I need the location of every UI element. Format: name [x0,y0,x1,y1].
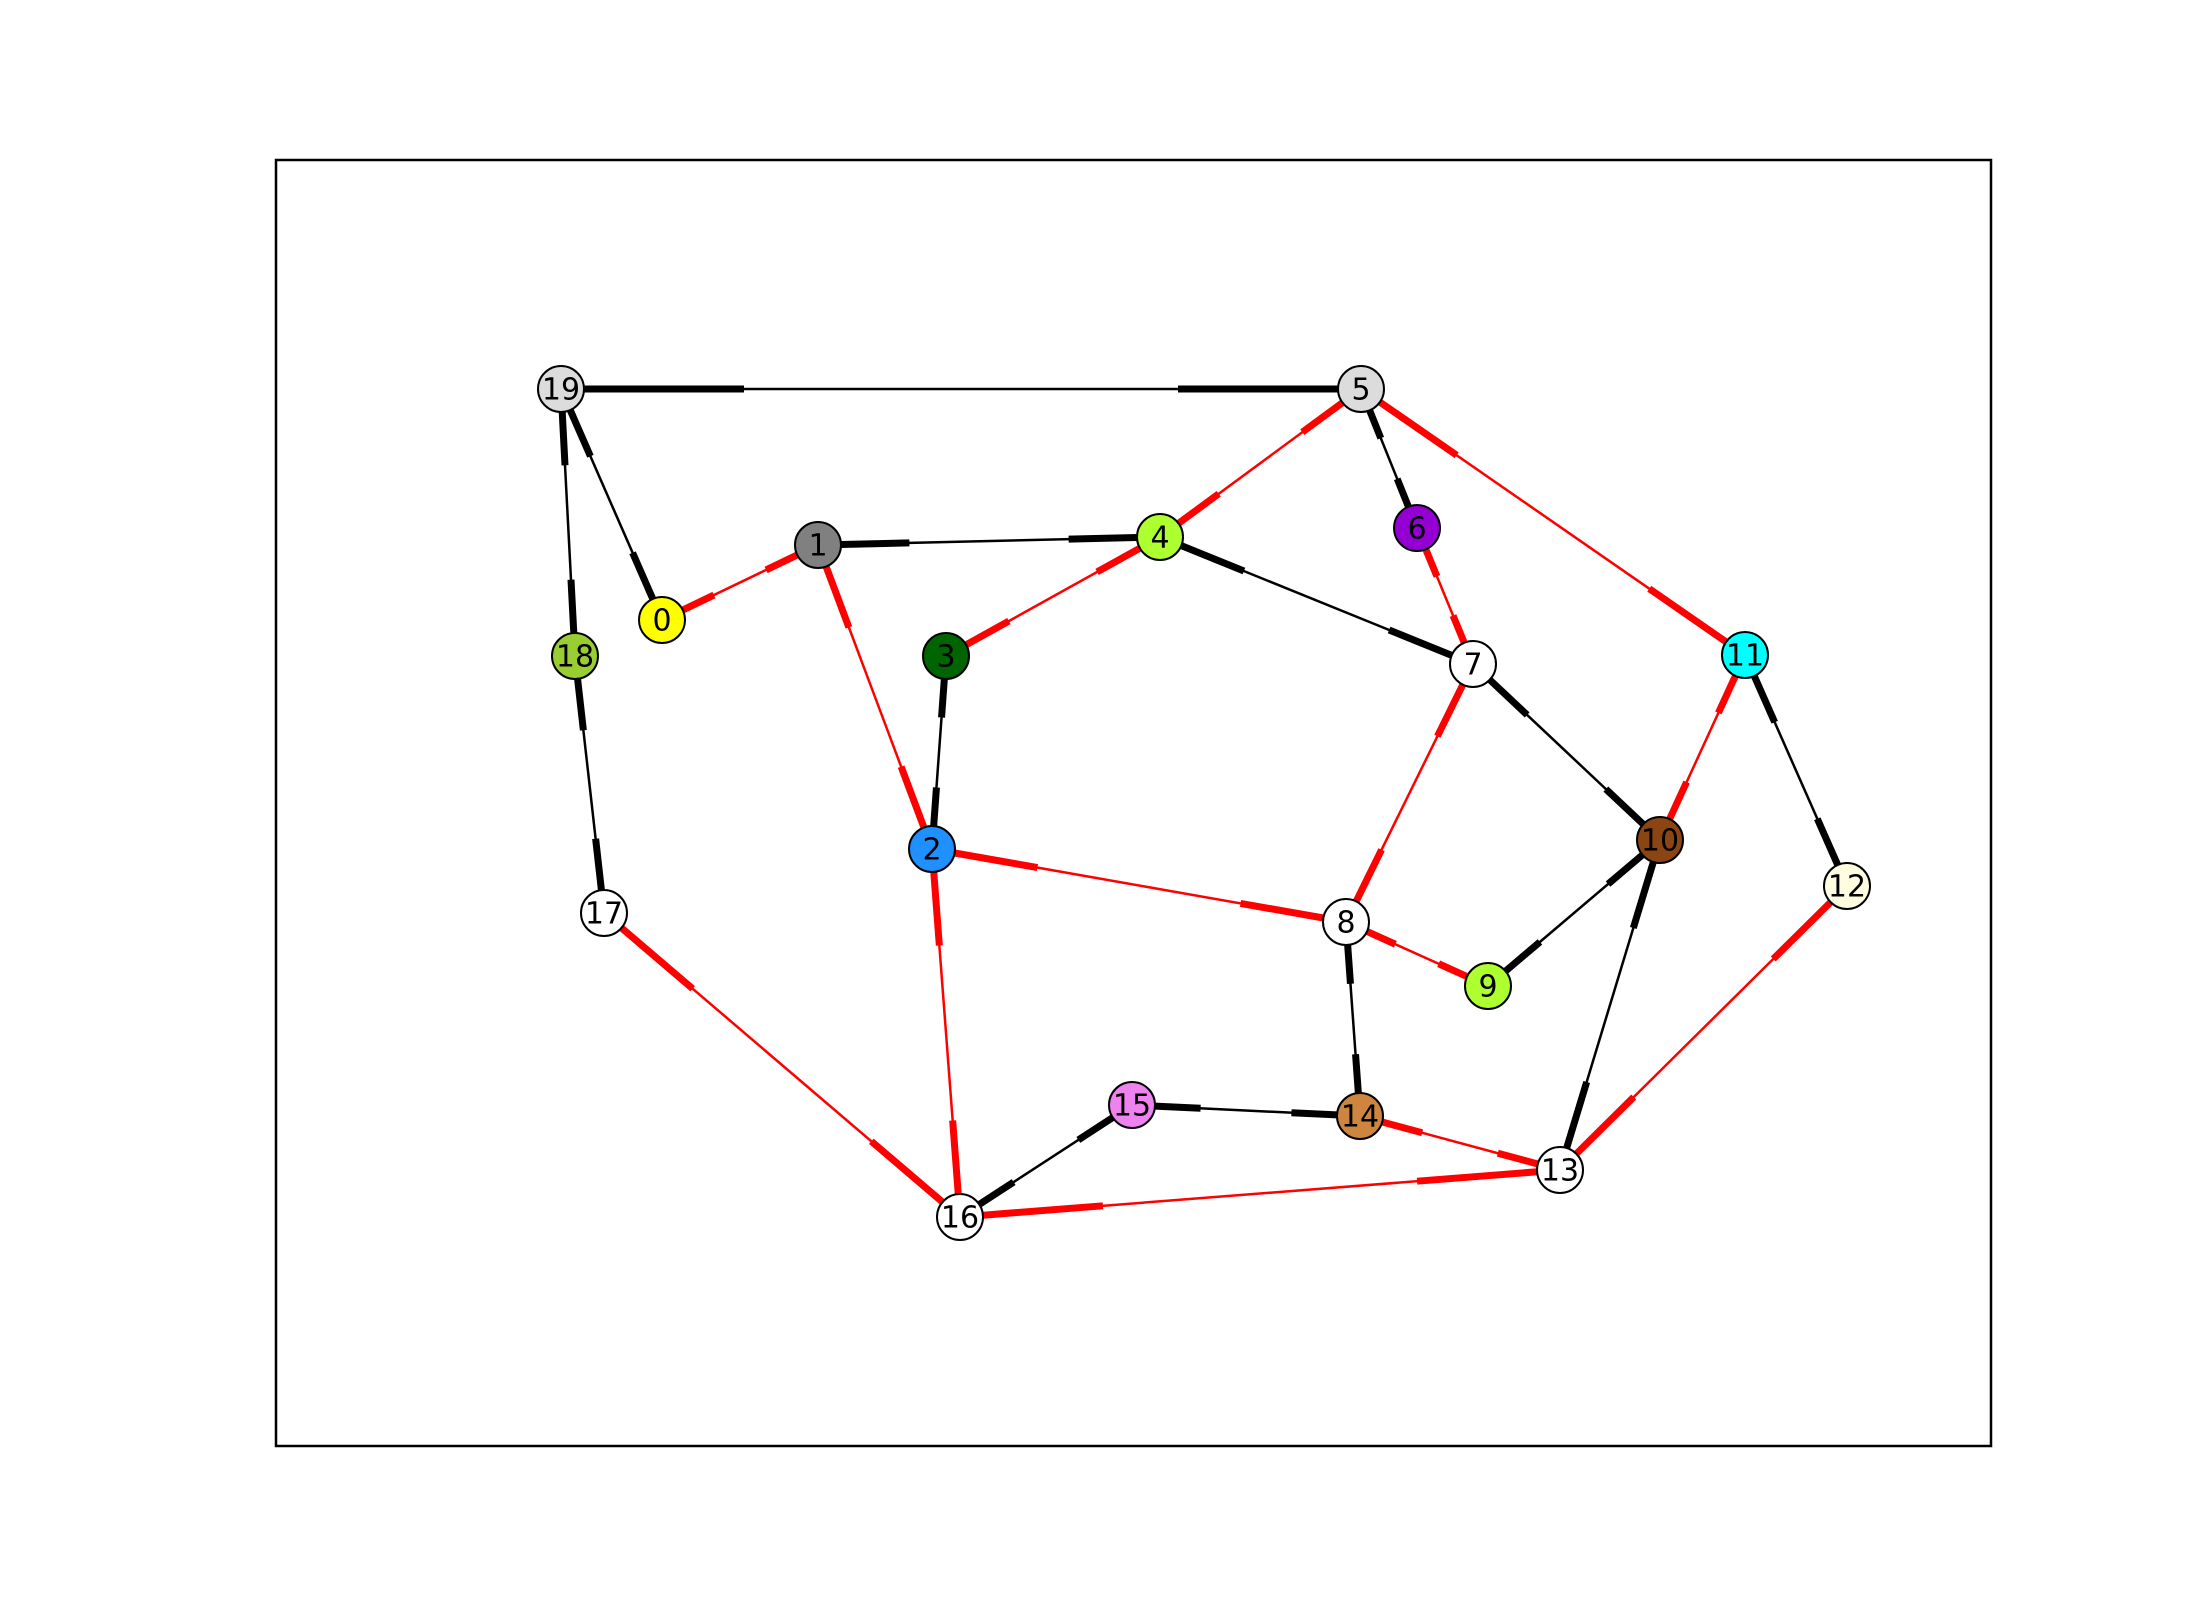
node-0: 0 [638,596,686,644]
node-2-circle [908,825,956,873]
edge-6-7 [1415,527,1475,665]
node-0-label: 0 [652,604,671,639]
node-9-circle [1464,962,1512,1010]
node-16-circle [936,1193,984,1241]
node-17-label: 17 [585,897,623,932]
node-12: 12 [1823,862,1871,910]
edge-1-4 [817,534,1161,548]
edge-19-0 [559,388,664,621]
node-1-label: 1 [808,529,827,564]
edge-8-9 [1345,920,1489,988]
node-10-circle [1636,816,1684,864]
node-2: 2 [908,825,956,873]
node-3-label: 3 [936,640,955,675]
edge-4-7 [1159,535,1474,666]
edge-15-14 [1131,1102,1361,1119]
node-8: 8 [1322,898,1370,946]
node-5: 5 [1337,365,1385,413]
edge-17-16 [603,912,961,1218]
node-7: 7 [1449,640,1497,688]
node-1-circle [794,521,842,569]
edge-19-18 [558,388,578,657]
node-8-circle [1322,898,1370,946]
node-15: 15 [1108,1081,1156,1129]
edge-5-11 [1360,387,1746,657]
node-16-label: 16 [941,1201,979,1236]
node-4-label: 4 [1150,521,1169,556]
node-15-label: 15 [1113,1089,1151,1124]
node-8-label: 8 [1336,906,1355,941]
edge-8-14 [1344,921,1362,1117]
node-14: 14 [1336,1092,1384,1140]
edge-3-2 [930,655,948,850]
node-17-circle [580,889,628,937]
node-5-label: 5 [1351,373,1370,408]
node-3-circle [922,632,970,680]
node-13: 13 [1536,1146,1584,1194]
edge-1-0 [661,543,819,622]
node-4: 4 [1136,513,1184,561]
node-18-circle [551,632,599,680]
node-7-circle [1449,640,1497,688]
node-18-label: 18 [556,640,594,675]
edge-1-2 [816,544,934,850]
node-3: 3 [922,632,970,680]
node-9-label: 9 [1478,970,1497,1005]
node-4-circle [1136,513,1184,561]
node-19: 19 [537,365,585,413]
node-7-label: 7 [1463,648,1482,683]
edge-10-13 [1558,839,1662,1171]
edges-layer [558,385,1849,1219]
node-14-circle [1336,1092,1384,1140]
edge-5-6 [1359,388,1419,529]
edge-15-16 [959,1103,1133,1219]
node-6-circle [1393,504,1441,552]
node-1: 1 [794,521,842,569]
node-0-circle [638,596,686,644]
node-13-label: 13 [1541,1154,1579,1189]
node-10: 10 [1636,816,1684,864]
node-17: 17 [580,889,628,937]
node-11: 11 [1721,631,1769,679]
node-13-circle [1536,1146,1584,1194]
edge-7-10 [1472,663,1661,841]
node-12-circle [1823,862,1871,910]
node-19-label: 19 [542,373,580,408]
edge-14-13 [1359,1114,1561,1172]
node-11-label: 11 [1726,639,1764,674]
node-18: 18 [551,632,599,680]
node-12-label: 12 [1828,870,1866,905]
edge-2-8 [931,847,1347,924]
edge-16-13 [959,1168,1561,1219]
node-15-circle [1108,1081,1156,1129]
edge-4-3 [945,535,1161,658]
node-10-label: 10 [1641,824,1679,859]
edge-11-10 [1658,654,1747,841]
edge-12-13 [1559,885,1848,1171]
node-9: 9 [1464,962,1512,1010]
edge-11-12 [1743,654,1849,887]
node-16: 16 [936,1193,984,1241]
edge-18-17 [573,655,606,914]
edge-2-16 [930,848,962,1218]
plot-frame [274,158,1993,1448]
node-6: 6 [1393,504,1441,552]
node-5-circle [1337,365,1385,413]
node-14-label: 14 [1341,1100,1379,1135]
edge-7-8 [1344,663,1475,923]
node-2-label: 2 [922,833,941,868]
node-6-label: 6 [1407,512,1426,547]
edge-10-9 [1487,839,1661,987]
node-11-circle [1721,631,1769,679]
edge-5-4 [1159,387,1362,539]
node-19-circle [537,365,585,413]
